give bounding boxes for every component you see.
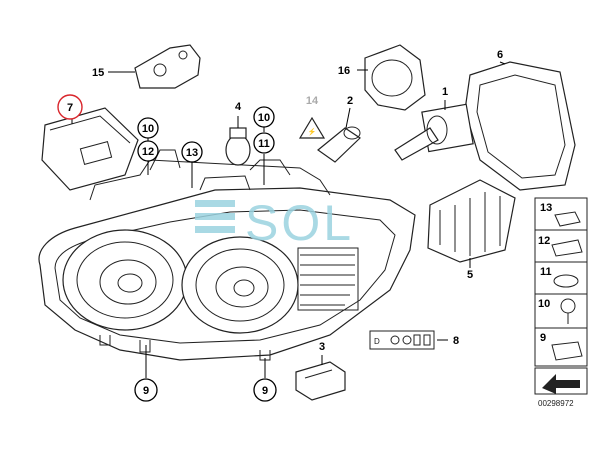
svg-text:D: D [374, 337, 380, 346]
callout-9b: 9 [253, 378, 277, 402]
legend-item-12: 12 [538, 235, 550, 247]
callout-2: 2 [347, 95, 353, 107]
callout-11: 11 [253, 132, 275, 154]
svg-text:12: 12 [142, 146, 154, 158]
svg-text:9: 9 [262, 385, 268, 397]
label-strip-part: D [369, 330, 435, 350]
callout-7: 7 [57, 94, 83, 120]
callout-4: 4 [235, 101, 242, 113]
ballast-part [295, 361, 346, 401]
callout-10a: 10 [137, 117, 159, 139]
right-reflector [181, 236, 299, 334]
cap-part [364, 44, 426, 111]
svg-text:4: 4 [235, 101, 242, 113]
svg-text:9: 9 [143, 385, 149, 397]
svg-text:16: 16 [338, 65, 350, 77]
svg-text:2: 2 [347, 95, 353, 107]
left-reflector [62, 229, 188, 331]
callout-1: 1 [442, 86, 448, 98]
legend-item-9: 9 [540, 332, 546, 344]
svg-text:8: 8 [453, 335, 459, 347]
callout-15: 15 [92, 67, 104, 79]
watermark-text: SOL [245, 195, 354, 251]
callout-3: 3 [319, 341, 325, 353]
callout-8: 8 [453, 335, 459, 347]
svg-text:13: 13 [186, 147, 198, 159]
legend-item-11: 11 [540, 266, 552, 278]
svg-text:11: 11 [258, 138, 270, 150]
svg-text:14: 14 [306, 95, 319, 107]
bulb-part [225, 127, 251, 166]
callout-14: 14 [306, 95, 319, 107]
catalog-number: 00298972 [538, 399, 574, 408]
svg-text:⚡: ⚡ [308, 127, 317, 136]
callout-9a: 9 [134, 378, 158, 402]
control-module-part [41, 107, 139, 191]
svg-text:3: 3 [319, 341, 325, 353]
svg-text:15: 15 [92, 67, 104, 79]
direction-arrow-box [534, 367, 588, 395]
callout-10b: 10 [253, 106, 275, 128]
legend-item-10: 10 [538, 298, 550, 310]
svg-text:10: 10 [258, 112, 270, 124]
svg-text:7: 7 [67, 102, 73, 114]
gasket-frame-part [464, 61, 576, 191]
callout-5: 5 [467, 269, 473, 281]
xenon-bulb-part [394, 103, 474, 161]
bulb-2-part [317, 126, 361, 163]
svg-text:10: 10 [142, 123, 154, 135]
legend-item-13: 13 [540, 202, 552, 214]
callout-6: 6 [497, 49, 503, 61]
cover-part [134, 44, 201, 89]
callout-13: 13 [181, 141, 203, 163]
svg-text:1: 1 [442, 86, 448, 98]
svg-text:6: 6 [497, 49, 503, 61]
warning-label-part: ⚡ [298, 116, 326, 139]
svg-text:5: 5 [467, 269, 473, 281]
watermark: SOL [195, 195, 354, 251]
cooling-fins [297, 247, 359, 311]
small-parts-legend: 13 12 11 10 9 [534, 197, 588, 367]
callout-12: 12 [137, 140, 159, 162]
callout-16: 16 [338, 65, 350, 77]
adjustment-unit-part [427, 179, 516, 263]
